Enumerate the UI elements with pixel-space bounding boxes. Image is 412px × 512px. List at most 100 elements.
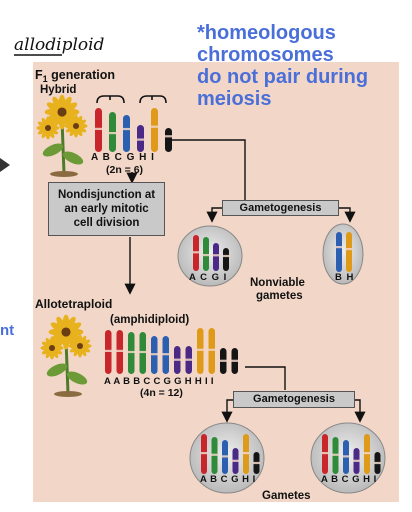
centromere	[211, 453, 218, 456]
centromere	[208, 348, 216, 351]
gamete-cell2-labels: A B C G H I	[321, 474, 377, 485]
allotetraploid-ploidy: (4n = 12)	[140, 387, 183, 399]
allotetraploid-chromosome-labels: A A B B C C G G H H I I	[104, 376, 214, 387]
f1-ploidy: (2n = 6)	[106, 164, 143, 176]
flower-center	[48, 344, 56, 352]
centromere	[122, 127, 131, 131]
centromere	[202, 254, 210, 257]
centromere	[150, 353, 158, 356]
plant-leaf	[62, 151, 84, 165]
plant-leaf	[66, 371, 88, 385]
tetraploid-to-gametogenesis-line	[245, 366, 286, 390]
nonviable-cell2-labels: B H	[335, 272, 354, 283]
flower-center	[57, 107, 67, 117]
f1-chromosome-labels: A B C G H I	[91, 152, 155, 163]
homeologous-note: *homeologous chromosomes do not pair dur…	[197, 22, 407, 110]
centromere	[232, 459, 239, 462]
centromere	[150, 125, 159, 128]
centromere	[335, 246, 343, 249]
centromere	[162, 353, 170, 356]
centromere	[139, 350, 147, 354]
allotetraploid-subtitle: (amphidiploid)	[110, 314, 189, 326]
centromere	[108, 132, 117, 135]
gametogenesis-box: Gametogenesis	[222, 200, 339, 216]
nondisjunction-line: cell division	[73, 217, 140, 229]
centromere	[94, 127, 103, 130]
sunflower-plant-icon	[40, 314, 92, 397]
left-edge-fragment: nt	[0, 322, 14, 339]
plant-leaf	[42, 143, 64, 157]
centromere	[200, 452, 208, 455]
note-line: *homeologous	[197, 22, 336, 44]
centromere	[231, 359, 239, 362]
chromosome	[336, 232, 342, 272]
centromere	[242, 452, 250, 455]
chromosome	[223, 248, 229, 271]
nonviable-cell2-chromosomes	[335, 232, 353, 272]
flower-center	[44, 124, 52, 132]
gamete-cell1-chromosomes	[200, 434, 260, 474]
gametogenesis2-branch-2	[354, 399, 366, 423]
handwritten-title: allodiploid	[14, 35, 105, 55]
chromosome	[208, 328, 215, 374]
arrow-icon	[0, 158, 10, 172]
centromere	[173, 358, 181, 361]
note-line: meiosis	[197, 88, 272, 110]
flower-center	[76, 342, 84, 350]
gametogenesis2-branch-1	[221, 399, 233, 423]
centromere	[164, 135, 173, 138]
nonviable-gamete-cell	[322, 223, 364, 285]
flower-center	[72, 122, 80, 130]
chromosome	[197, 328, 204, 374]
gamete-cell2-chromosomes	[321, 434, 381, 474]
centromere	[127, 350, 135, 354]
centromere	[321, 452, 329, 455]
note-line: do not pair during	[197, 66, 369, 88]
centromere	[185, 358, 193, 361]
bracket-ab	[96, 95, 125, 104]
gametes-caption: Gametes	[262, 490, 311, 502]
chromosome	[151, 108, 158, 152]
sunflower-plant-icon	[36, 94, 88, 177]
chromosome	[123, 115, 130, 152]
nonviable-cell1-labels: A C G I	[189, 272, 227, 283]
centromere	[363, 452, 371, 455]
plant-ground	[50, 171, 78, 177]
chromosome	[213, 243, 219, 271]
centromere	[342, 455, 350, 458]
centromere	[332, 453, 339, 456]
centromere	[374, 461, 381, 465]
gametogenesis-box: Gametogenesis	[233, 391, 355, 408]
centromere	[345, 248, 353, 251]
centromere	[104, 349, 112, 352]
nondisjunction-line: an early mitotic	[64, 203, 149, 215]
nondisjunction-line: Nondisjunction at	[57, 189, 156, 201]
centromere	[116, 349, 124, 352]
centromere	[353, 459, 360, 462]
gametogenesis-branch-2	[338, 207, 356, 223]
nonviable-caption-1: Nonviable	[250, 277, 305, 289]
plant-leaf	[46, 363, 68, 377]
centromere	[221, 455, 229, 458]
f1-to-gametogenesis-line	[172, 139, 246, 200]
gamete-cell1-labels: A B C G H I	[200, 474, 256, 485]
chromosome	[346, 232, 352, 272]
note-line: chromosomes	[197, 44, 334, 66]
gametogenesis-branch-1	[206, 207, 222, 223]
centromere	[136, 138, 145, 141]
centromere	[222, 254, 230, 258]
hybrid-label: Hybrid	[40, 84, 76, 96]
nonviable-cell1-chromosomes	[192, 235, 230, 271]
f1-chromosomes	[94, 108, 173, 152]
centromere	[253, 461, 260, 465]
centromere	[192, 251, 200, 254]
bracket-gh	[139, 95, 167, 104]
plant-ground	[54, 391, 82, 397]
nondisjunction-box: Nondisjunction at an early mitotic cell …	[48, 182, 165, 236]
allotetraploid-title: Allotetraploid	[35, 297, 112, 311]
allotetraploid-chromosomes	[104, 328, 239, 374]
chromosome	[165, 128, 172, 152]
centromere	[212, 254, 220, 257]
nonviable-caption-2: gametes	[256, 290, 303, 302]
